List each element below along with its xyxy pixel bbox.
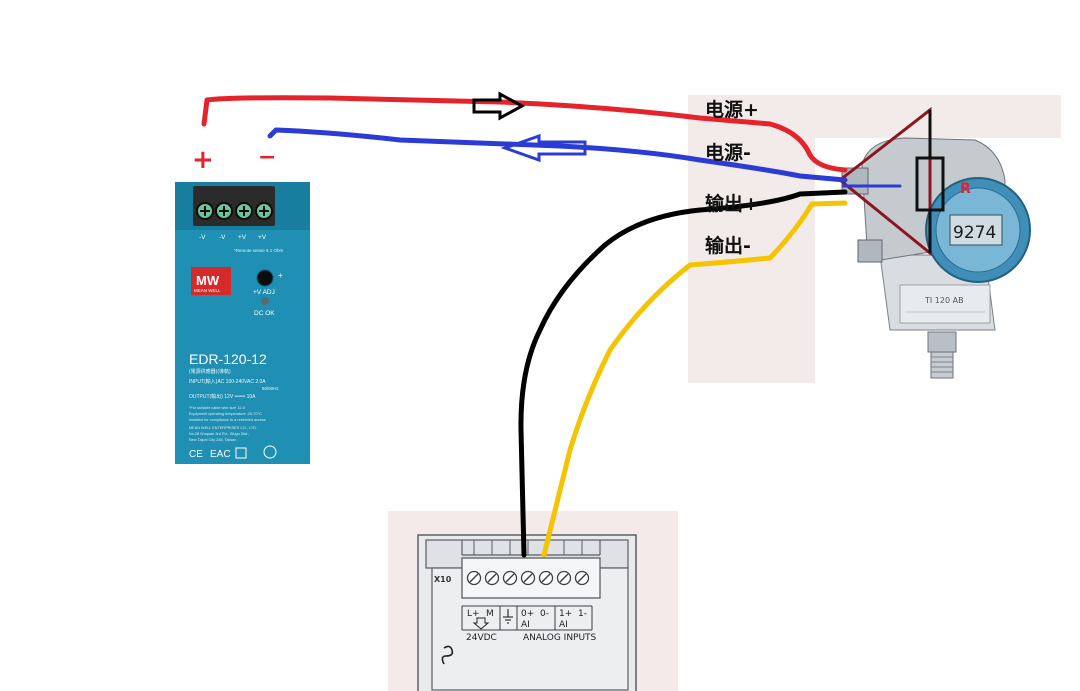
plc-label-1minus: 1- [578,609,587,619]
psu-adj-label: +V ADJ [253,289,275,296]
plc-connector-id: X10 [434,575,452,584]
plc-label-0plus: 0+ [521,609,534,619]
arrow-down-icon [472,617,490,630]
plc-label-1plus: 1+ [559,609,572,619]
plc-label-lplus: L+ [467,609,480,619]
arrow-right-icon [472,91,526,121]
polarity-plus: + [192,145,214,175]
polarity-minus: − [258,145,276,170]
psu-model: EDR-120-12 [189,351,267,367]
ul-mark-icon [263,445,277,459]
label-power-minus: 电源- [705,141,751,164]
psu-note-line: No.28 Wuquan 3rd Rd., Wugu Dist., [189,432,249,436]
plc-inputs-label: ANALOG INPUTS [523,633,597,643]
plc-label-ai-0: AI [521,620,530,630]
psu-note-line: *For suitable cable wire size 12-0 [189,406,245,410]
plc-label-0minus: 0- [540,609,549,619]
nameplate-text: TI 120 AB [924,296,964,305]
ground-icon [503,609,513,624]
lcd-display [949,214,1003,246]
psu-input-spec: INPUT(輸入)AC 100-240VAC 2.0A [189,378,266,385]
ce-mark: CE [189,449,203,460]
psu-output-spec: OUTPUT(輸出) 12V ═══ 10A [189,393,256,400]
plc-label-m: M [486,609,494,619]
psu-note-line: New Taipei City 248, Taiwan [189,438,236,442]
psu-terminal-note: *Remote sense 5.1 Ohm [234,248,284,253]
plc-supply-label: 24VDC [466,633,497,643]
cert-mark-icon [235,447,247,459]
psu-note-line: Installed for compliance to a restricted… [189,418,266,422]
label-output-minus: 输出- [705,234,751,257]
dc-ok-led [261,297,269,305]
arrow-left-icon [500,133,587,163]
psu-terminal-block [193,186,275,226]
psu-led-label: DC OK [254,310,275,317]
psu-terminal-label: +V [258,234,267,241]
meanwell-logo [191,267,231,295]
wire-red [201,95,848,173]
voltage-adjust-knob[interactable] [256,269,274,287]
nameplate [899,284,991,324]
pressure-transmitter: TI 120 AB 9274 [841,137,1031,379]
psu-note-line: Equipment operating temperature -25-70°C [189,412,262,416]
plc-label-ai-1: AI [559,620,568,630]
psu-brand: MW [196,273,220,288]
siemens-mark-icon [441,645,454,665]
psu-adj-plus: + [278,271,283,280]
psu-brand-sub: MEAN WELL [194,288,221,293]
power-supply-unit: -V -V +V +V *Remote sense 5.1 Ohm MW MEA… [175,182,310,464]
psu-freq-spec: 50/60Hz [262,386,280,391]
label-output-plus: 输出+ [705,192,759,215]
plc-module: X10 [388,511,678,691]
lcd-value: 9274 [953,223,996,243]
psu-note-line: MEAN WELL ENTERPRISES CO., LTD. [189,426,257,430]
eac-mark: EAC [210,449,231,460]
label-power-plus: 电源+ [705,98,759,121]
wire-yellow [541,200,848,558]
psu-terminal-label: +V [238,234,247,241]
wires [201,95,902,558]
psu-terminal-label: -V [199,234,206,241]
resistor-label: R [960,181,971,197]
resistor-symbol: R [837,106,971,257]
psu-terminal-label: -V [219,234,226,241]
psu-model-sub: (電源供應器)(導軌) [189,368,231,375]
wire-black [518,189,848,558]
wire-blue [267,127,848,183]
